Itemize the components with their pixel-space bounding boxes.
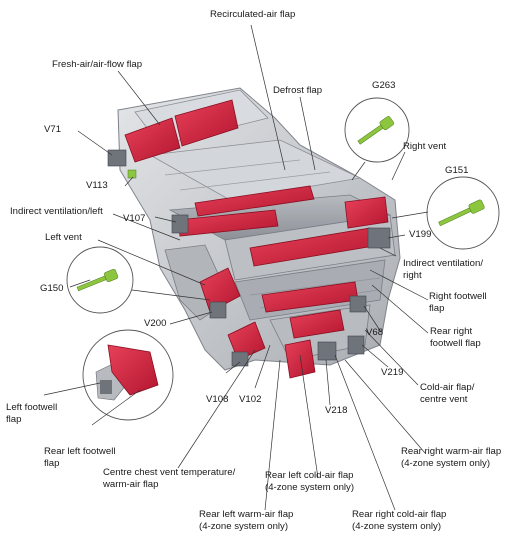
- label-centre-chest-vent-flap: Centre chest vent temperature/ warm-air …: [103, 467, 236, 490]
- rear-flap-shape-2: [227, 321, 266, 361]
- label-rear-right-cold-air-flap: Rear right cold-air flap (4-zone system …: [352, 509, 447, 532]
- motor-v71: [107, 149, 127, 167]
- motor-v199: [367, 227, 391, 249]
- label-rear-right-warm-air-flap: Rear right warm-air flap (4-zone system …: [401, 446, 502, 469]
- label-indirect-ventilation-right: Indirect ventilation/ right: [403, 258, 483, 281]
- label-g150: G150: [40, 283, 64, 294]
- right-vent-flap-shape: [344, 196, 389, 229]
- flaps: [124, 99, 389, 379]
- sensor-g263-icon: [357, 116, 395, 145]
- label-rear-left-warm-air-flap: Rear left warm-air flap (4-zone system o…: [199, 509, 294, 532]
- fresh-air-flap-shape: [124, 117, 181, 163]
- label-g263: G263: [372, 80, 396, 91]
- label-v200: V200: [144, 318, 167, 329]
- label-v108: V108: [206, 394, 229, 405]
- label-v218: V218: [325, 405, 348, 416]
- sensor-g150-icon: [76, 268, 119, 292]
- label-left-vent: Left vent: [45, 232, 82, 243]
- label-rear-right-footwell-flap: Rear right footwell flap: [430, 326, 481, 349]
- motor-v108: [231, 351, 249, 367]
- motor-v200: [209, 301, 227, 319]
- label-v102: V102: [239, 394, 262, 405]
- label-rear-left-footwell-flap: Rear left footwell flap: [44, 446, 116, 469]
- label-recirculated-air-flap: Recirculated-air flap: [210, 9, 296, 20]
- label-fresh-air-flow-flap: Fresh-air/air-flow flap: [52, 59, 143, 70]
- motor-v107: [171, 214, 189, 234]
- label-g151: G151: [445, 165, 469, 176]
- rear-lower-flap-shape: [284, 339, 316, 379]
- label-left-footwell-flap: Left footwell flap: [6, 402, 58, 425]
- callouts: [66, 97, 500, 421]
- leader-lines: [43, 24, 429, 511]
- label-indirect-ventilation-left: Indirect ventilation/left: [10, 206, 103, 217]
- sensor-markers: [127, 169, 137, 179]
- label-v199: V199: [409, 229, 432, 240]
- motor-v68: [349, 295, 367, 313]
- label-v71: V71: [44, 124, 62, 135]
- defrost-flap-shape: [194, 185, 315, 217]
- sensor-v113-marker: [127, 169, 137, 179]
- label-defrost-flap: Defrost flap: [273, 85, 323, 96]
- left-footwell-detail: [95, 344, 159, 401]
- actuator-motors: [107, 149, 391, 367]
- label-right-footwell-flap: Right footwell flap: [429, 291, 487, 314]
- label-v219: V219: [381, 367, 404, 378]
- sensor-g151-icon: [438, 199, 485, 227]
- label-rear-left-cold-air-flap: Rear left cold-air flap (4-zone system o…: [265, 470, 355, 493]
- fresh-air-flap-shape-2: [174, 99, 239, 147]
- rear-flap-shape: [289, 309, 345, 339]
- motor-v218: [317, 341, 337, 361]
- label-v113: V113: [86, 180, 108, 191]
- label-cold-air-flap-centre-vent: Cold-air flap/ centre vent: [420, 382, 475, 405]
- left-vent-flap-shape: [199, 267, 241, 313]
- label-v107: V107: [123, 213, 146, 224]
- label-right-vent: Right vent: [403, 141, 447, 152]
- motor-v219: [347, 335, 365, 355]
- label-v68: V68: [366, 327, 384, 338]
